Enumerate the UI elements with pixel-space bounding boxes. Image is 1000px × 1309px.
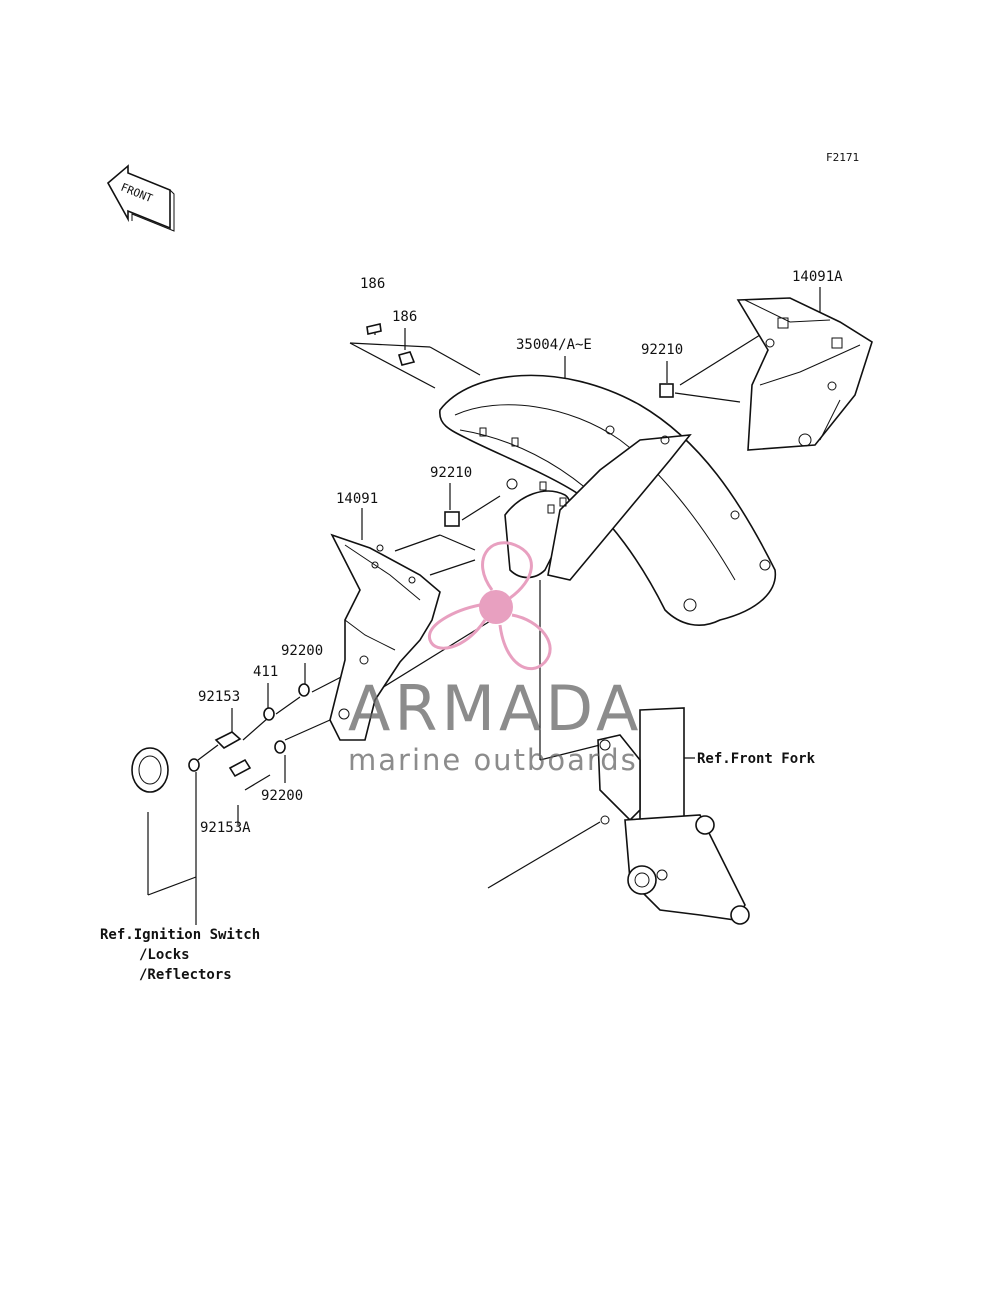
leader-lines	[147, 287, 821, 925]
label-186-b: 186	[392, 309, 417, 325]
label-92210-b: 92210	[430, 465, 472, 481]
ref-front-fork: Ref.Front Fork	[697, 751, 816, 767]
label-35004: 35004/A~E	[516, 337, 592, 353]
front-fender-35004	[439, 374, 777, 626]
label-14091A: 14091A	[792, 269, 843, 285]
label-92200-a: 92200	[281, 643, 323, 659]
label-92153: 92153	[198, 689, 240, 705]
figure-code: F2171	[826, 151, 859, 164]
label-411: 411	[253, 664, 278, 680]
label-92210-a: 92210	[641, 342, 683, 358]
cover-14091	[329, 533, 441, 741]
ref-ignition-switch: Ref.Ignition Switch	[100, 927, 260, 943]
ref-reflectors: /Reflectors	[139, 967, 232, 983]
label-92200-b: 92200	[261, 788, 303, 804]
cover-14091A	[736, 297, 873, 451]
watermark-subtitle: marine outboards	[348, 743, 638, 777]
watermark-title: ARMADA	[348, 672, 642, 745]
propeller-logo-icon	[428, 541, 552, 671]
label-186-a: 186	[360, 276, 385, 292]
label-92153A: 92153A	[200, 820, 251, 836]
label-14091: 14091	[336, 491, 378, 507]
watermark: ARMADA marine outboards	[348, 541, 642, 777]
ref-locks: /Locks	[139, 947, 190, 963]
small-parts	[131, 323, 674, 793]
front-arrow-icon: FRONT	[106, 164, 175, 232]
front-fork	[597, 707, 750, 925]
